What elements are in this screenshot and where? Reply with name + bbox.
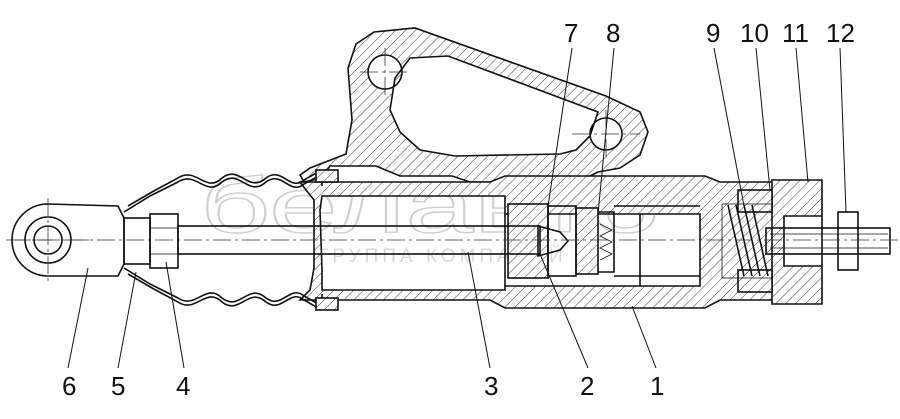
callout-4: 4 — [176, 371, 190, 401]
protective-boot — [123, 169, 339, 311]
adjusting-screw — [765, 211, 891, 271]
leader-lines — [67, 47, 847, 369]
callout-3: 3 — [484, 371, 498, 401]
lock-nut — [123, 213, 179, 269]
callout-10: 10 — [740, 18, 769, 48]
rod-end-eye — [6, 198, 125, 282]
callout-2: 2 — [580, 371, 594, 401]
callout-5: 5 — [111, 371, 125, 401]
callout-8: 8 — [606, 18, 620, 48]
callout-1: 1 — [650, 371, 664, 401]
cylinder-body — [298, 175, 781, 309]
return-spring — [721, 203, 773, 279]
callout-12: 12 — [826, 18, 855, 48]
end-cap — [737, 179, 823, 305]
callout-numbers: 6 5 4 3 2 1 7 8 9 10 11 12 — [62, 18, 855, 401]
piston — [507, 203, 700, 279]
callout-11: 11 — [782, 18, 809, 48]
callout-9: 9 — [706, 18, 720, 48]
callout-7: 7 — [564, 18, 578, 48]
mounting-bracket — [298, 27, 649, 183]
callout-6: 6 — [62, 371, 76, 401]
watermark-tagline: ГРУППА КОМПАНИЙ — [318, 245, 567, 267]
